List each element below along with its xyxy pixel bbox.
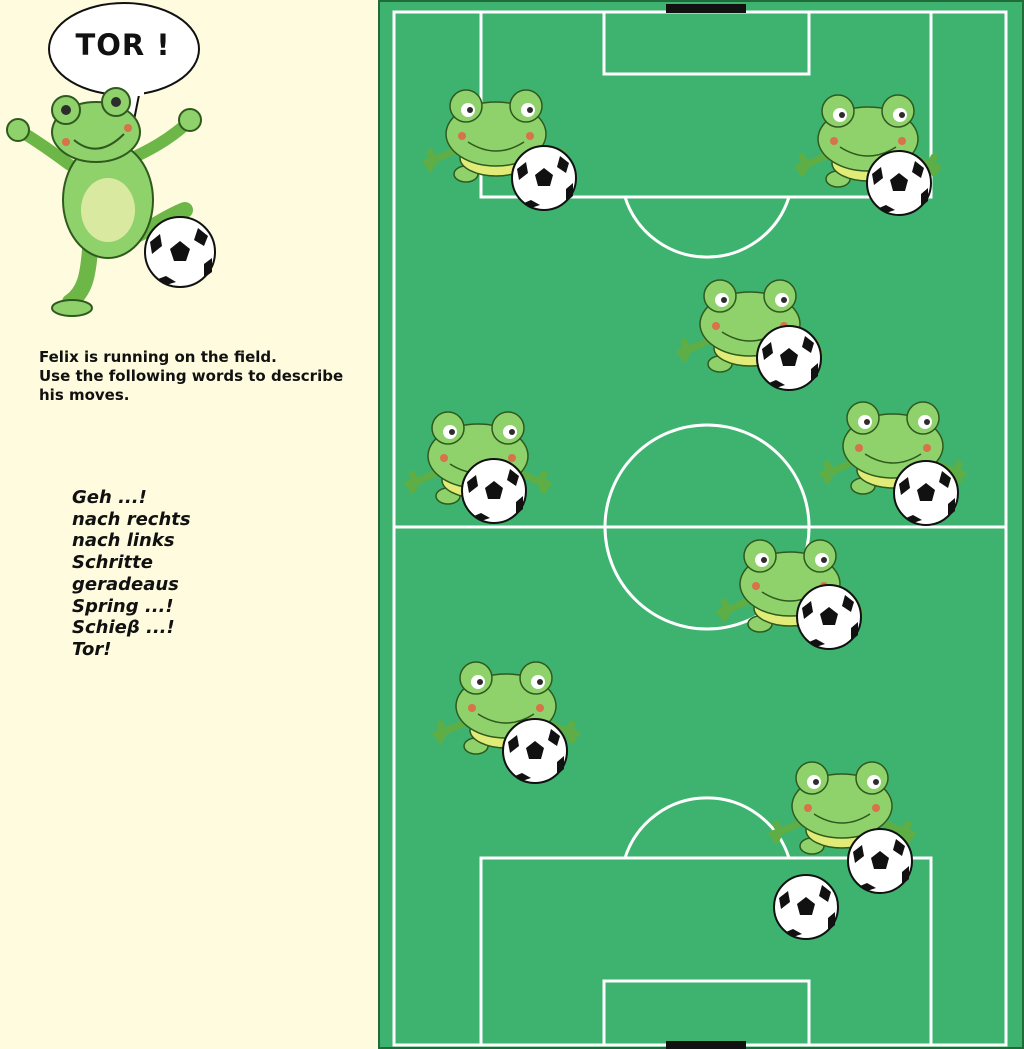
vocabulary-list: Geh ...! nach rechts nach links Schritte… bbox=[72, 487, 191, 661]
field-canvas bbox=[378, 0, 1024, 1049]
frog-player-icon bbox=[432, 661, 580, 755]
speech-bubble-text: TOR ! bbox=[75, 28, 171, 62]
instruction-line: his moves. bbox=[39, 386, 130, 404]
soccer-ball-icon bbox=[756, 325, 822, 391]
frog-player-icon bbox=[768, 761, 916, 855]
soccer-ball-icon bbox=[502, 718, 568, 784]
frog-player-icon bbox=[422, 89, 570, 183]
game-pieces bbox=[404, 89, 967, 940]
soccer-ball-icon bbox=[511, 145, 577, 211]
instruction-line: Felix is running on the field. bbox=[39, 348, 277, 366]
vocabulary-word: nach links bbox=[72, 530, 175, 552]
soccer-field bbox=[378, 0, 1024, 1049]
felix-frog-icon bbox=[6, 87, 202, 317]
top-goal bbox=[666, 4, 746, 13]
vocabulary-word: geradeaus bbox=[72, 573, 179, 595]
felix-mascot bbox=[6, 2, 216, 317]
soccer-ball-icon bbox=[144, 216, 216, 288]
instructions-text: Felix is running on the field. Use the f… bbox=[39, 348, 369, 405]
soccer-ball-icon bbox=[866, 150, 932, 216]
vocabulary-word: Tor! bbox=[72, 638, 112, 660]
vocabulary-word: Schritte bbox=[72, 552, 153, 574]
center-circle bbox=[603, 423, 811, 631]
vocabulary-word: nach rechts bbox=[72, 508, 191, 530]
bottom-goal bbox=[666, 1041, 746, 1049]
soccer-ball-icon bbox=[773, 874, 839, 940]
instruction-line: Use the following words to describe bbox=[39, 367, 344, 385]
soccer-ball-icon bbox=[893, 460, 959, 526]
vocabulary-word: Schieβ ...! bbox=[72, 617, 175, 639]
soccer-ball-icon bbox=[847, 828, 913, 894]
soccer-ball-icon bbox=[796, 584, 862, 650]
instruction-panel: TOR ! Felix is running on the field. Use… bbox=[0, 0, 378, 1049]
top-penalty-arc bbox=[623, 196, 791, 259]
vocabulary-word: Geh ...! bbox=[72, 487, 147, 508]
soccer-ball-icon bbox=[461, 458, 527, 524]
vocabulary-word: Spring ...! bbox=[72, 595, 174, 617]
